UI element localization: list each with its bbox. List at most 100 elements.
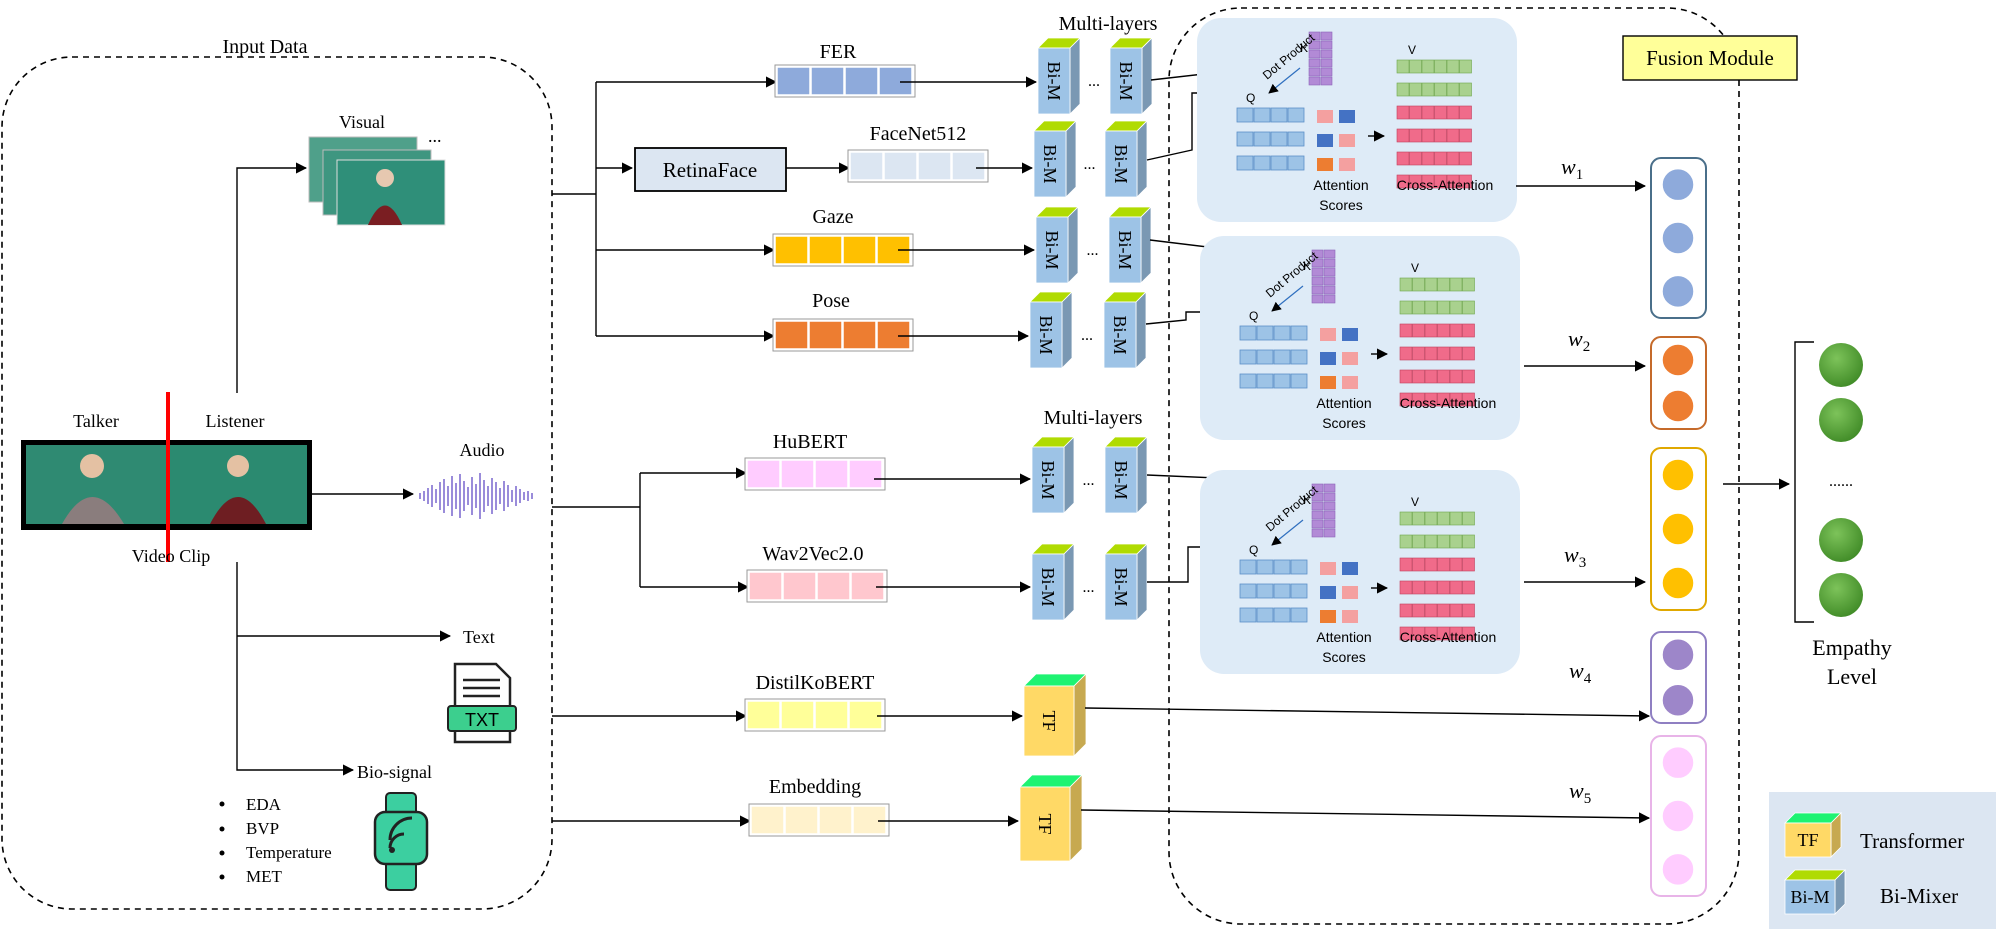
- value-token: [1437, 557, 1450, 572]
- k-label: K: [1303, 493, 1311, 507]
- modality-node: [1661, 638, 1695, 672]
- hubert-token: [814, 459, 849, 489]
- fusion-module-title: Fusion Module: [1646, 46, 1774, 70]
- key-token: [1311, 294, 1324, 304]
- modality-node: [1661, 221, 1695, 255]
- value-token: [1462, 580, 1475, 595]
- q-label: Q: [1246, 91, 1255, 105]
- embedding-token: [852, 805, 887, 835]
- legend-tf-icon-label: TF: [1797, 830, 1818, 850]
- empathy-level-label-1: Empathy: [1812, 635, 1891, 660]
- value-token: [1449, 557, 1463, 572]
- facenet-bimixer-first-label: Bi-M: [1040, 144, 1060, 183]
- hubert-label: HuBERT: [773, 431, 847, 453]
- value-token: [1412, 369, 1425, 384]
- value-token: [1399, 626, 1413, 641]
- pose-bimixer-last: Bi-M: [1103, 291, 1147, 369]
- attention-scores-label-2: Scores: [1322, 415, 1366, 431]
- key-token: [1308, 76, 1321, 86]
- modality-node: [1661, 167, 1695, 202]
- legend-tf-icon: TF: [1784, 812, 1842, 858]
- q-label: Q: [1249, 543, 1258, 557]
- key-token: [1311, 510, 1324, 520]
- query-token: [1256, 373, 1274, 389]
- attention-scores-label-2: Scores: [1319, 197, 1363, 213]
- query-token: [1273, 607, 1291, 623]
- value-token: [1424, 346, 1438, 361]
- value-token: [1412, 277, 1425, 292]
- value-token: [1424, 557, 1438, 572]
- wav2vec-bimixer-dots: ...: [1083, 579, 1095, 596]
- attention-score-cell: [1342, 328, 1358, 341]
- query-token: [1256, 325, 1274, 341]
- cross-attention-label: Cross-Attention: [1397, 177, 1493, 193]
- value-token: [1412, 557, 1425, 572]
- modality-node: [1661, 343, 1695, 377]
- visual-pose-modality-column: [1650, 336, 1707, 430]
- text-label: Text: [463, 627, 495, 647]
- value-token: [1396, 59, 1410, 74]
- value-token: [1399, 300, 1413, 315]
- attention-score-cell: [1317, 158, 1333, 171]
- visual-frames: [308, 136, 446, 226]
- value-token: [1396, 128, 1410, 143]
- value-token: [1462, 626, 1475, 641]
- embedding-label: Embedding: [769, 776, 861, 798]
- distilkobert-feature-tokens: [744, 698, 886, 732]
- query-token: [1290, 583, 1308, 599]
- value-token: [1434, 128, 1447, 143]
- attention-score-cell: [1339, 158, 1355, 171]
- legend-bim-label: Bi-Mixer: [1880, 884, 1958, 908]
- value-token: [1399, 323, 1413, 338]
- hubert-bimixer-first-label: Bi-M: [1038, 460, 1058, 499]
- key-token: [1320, 31, 1333, 41]
- value-token: [1399, 369, 1413, 384]
- value-token: [1399, 392, 1413, 407]
- query-token: [1273, 325, 1291, 341]
- value-token: [1412, 626, 1425, 641]
- value-token: [1399, 580, 1413, 595]
- query-token: [1239, 559, 1257, 575]
- input-data-title: Input Data: [223, 36, 308, 58]
- pose-token: [808, 320, 843, 350]
- attention-score-cell: [1342, 376, 1358, 389]
- pose-token: [774, 320, 809, 350]
- wav2vec-bimixer-last: Bi-M: [1104, 543, 1148, 621]
- value-token: [1396, 82, 1410, 97]
- value-token: [1412, 580, 1425, 595]
- value-token: [1446, 151, 1460, 166]
- hubert-bimixer-last-label: Bi-M: [1111, 460, 1131, 499]
- multi-layers-label-audio: Multi-layers: [1044, 407, 1143, 429]
- fer-token: [878, 66, 913, 96]
- visual-label: Visual: [339, 112, 385, 132]
- value-token: [1424, 603, 1438, 618]
- facenet-token: [883, 151, 918, 181]
- value-token: [1449, 534, 1463, 549]
- fer-token: [810, 66, 845, 96]
- attention-score-cell: [1342, 352, 1358, 365]
- audio-modality-column: [1650, 447, 1707, 611]
- key-token: [1323, 501, 1336, 511]
- key-token: [1311, 528, 1324, 538]
- embedding-transformer-label: TF: [1035, 813, 1055, 834]
- attention-score-cell: [1317, 134, 1333, 147]
- query-token: [1273, 583, 1291, 599]
- value-token: [1421, 151, 1435, 166]
- weight-w1: w1: [1561, 154, 1583, 183]
- modality-output-columns: [1650, 157, 1707, 897]
- attention-score-cell: [1342, 610, 1358, 623]
- key-token: [1320, 40, 1333, 50]
- value-token: [1434, 105, 1447, 120]
- query-token: [1270, 107, 1288, 123]
- bio-signal-label: Bio-signal: [357, 762, 432, 782]
- modality-node: [1661, 274, 1695, 309]
- value-token: [1449, 277, 1463, 292]
- key-token: [1323, 519, 1336, 529]
- modality-node: [1661, 683, 1695, 717]
- gaze-token: [808, 235, 843, 265]
- key-token: [1311, 249, 1324, 259]
